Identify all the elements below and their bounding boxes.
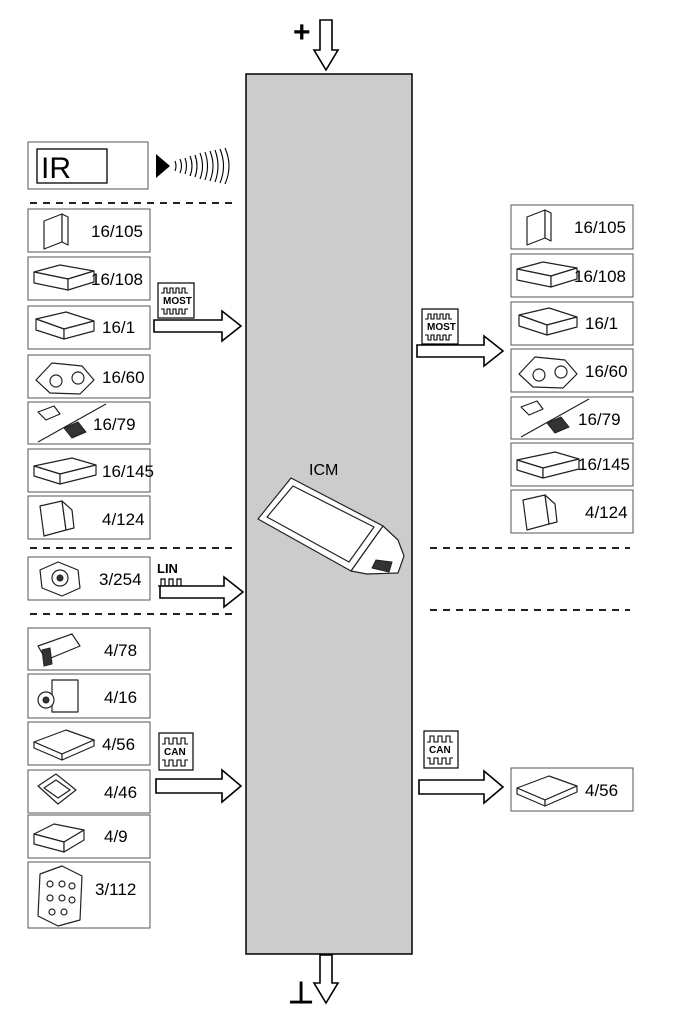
svg-text:4/16: 4/16: [104, 688, 137, 707]
left-most-unit-16-79: 16/79: [27, 401, 151, 445]
right-most-unit-16-79: 16/79: [510, 396, 634, 440]
right-most-unit-16-1: 16/1: [510, 301, 634, 346]
left-most-unit-16-108: 16/108: [27, 256, 151, 301]
svg-text:16/79: 16/79: [93, 415, 136, 434]
svg-text:4/9: 4/9: [104, 827, 128, 846]
ground-label: ⊥: [288, 977, 314, 1010]
lin-arrow: [159, 575, 245, 609]
lin-bus-icon: LIN: [157, 561, 185, 587]
ir-display: [36, 148, 108, 184]
icm-display-icon: [257, 477, 405, 575]
power-plus-label: +: [293, 16, 311, 49]
ground-arrow: [312, 954, 340, 1005]
power-in-arrow: [312, 19, 340, 72]
svg-text:4/124: 4/124: [585, 503, 628, 522]
ir-module: IR: [27, 141, 230, 190]
right-most-unit-16-60: 16/60: [510, 348, 634, 393]
can-arrow-left: [155, 768, 243, 804]
right-can-unit-4-56: 4/56: [510, 767, 634, 812]
svg-text:4/56: 4/56: [102, 735, 135, 754]
right-most-unit-16-145: 16/145: [510, 442, 634, 487]
left-most-unit-16-60: 16/60: [27, 354, 151, 399]
svg-text:16/108: 16/108: [574, 267, 626, 286]
svg-text:16/108: 16/108: [91, 270, 143, 289]
can-bus-icon-right: CAN: [423, 730, 459, 769]
ir-label: IR: [41, 152, 71, 185]
right-most-unit-16-105: 16/105: [510, 204, 634, 250]
left-most-unit-4-124: 4/124: [27, 495, 151, 540]
svg-text:16/60: 16/60: [585, 362, 628, 381]
svg-text:4/46: 4/46: [104, 783, 137, 802]
right-most-unit-4-124: 4/124: [510, 489, 634, 534]
svg-text:16/105: 16/105: [91, 222, 143, 241]
most-bus-icon-left: MOST: [157, 282, 195, 319]
most-arrow-left: [153, 309, 243, 343]
left-can-unit-3-112: 3/112: [27, 861, 151, 929]
left-can-unit-4-46: 4/46: [27, 769, 151, 814]
svg-text:3/112: 3/112: [95, 880, 136, 899]
left-can-unit-4-9: 4/9: [27, 814, 151, 859]
svg-text:16/79: 16/79: [578, 410, 621, 429]
svg-text:LIN: LIN: [157, 561, 178, 576]
left-most-unit-16-105: 16/105: [27, 208, 151, 253]
ir-signal-icon: [174, 147, 230, 185]
svg-text:16/105: 16/105: [574, 218, 626, 237]
left-lin-unit-3-254: 3/254: [27, 556, 151, 601]
svg-text:MOST: MOST: [427, 322, 456, 333]
svg-text:4/78: 4/78: [104, 641, 137, 660]
most-arrow-right: [416, 334, 505, 368]
svg-text:16/1: 16/1: [585, 314, 618, 333]
icm-label: ICM: [309, 462, 338, 479]
left-can-unit-4-16: 4/16: [27, 673, 151, 719]
most-bus-icon-right: MOST: [421, 308, 459, 345]
svg-text:CAN: CAN: [429, 745, 451, 756]
can-bus-icon-left: CAN: [158, 732, 194, 771]
svg-text:16/145: 16/145: [578, 455, 630, 474]
svg-text:3/254: 3/254: [99, 570, 142, 589]
svg-text:MOST: MOST: [163, 296, 192, 307]
right-most-unit-16-108: 16/108: [510, 253, 634, 298]
svg-text:16/145: 16/145: [102, 462, 154, 481]
left-can-unit-4-78: 4/78: [27, 627, 151, 671]
left-most-unit-16-1: 16/1: [27, 305, 151, 350]
can-arrow-right: [418, 769, 505, 805]
svg-text:4/56: 4/56: [585, 781, 618, 800]
ir-emitter-icon: [156, 154, 170, 178]
svg-text:CAN: CAN: [164, 747, 186, 758]
left-most-unit-16-145: 16/145: [27, 448, 154, 493]
svg-text:4/124: 4/124: [102, 510, 145, 529]
svg-text:16/1: 16/1: [102, 318, 135, 337]
left-can-unit-4-56: 4/56: [27, 721, 151, 766]
svg-text:16/60: 16/60: [102, 368, 145, 387]
